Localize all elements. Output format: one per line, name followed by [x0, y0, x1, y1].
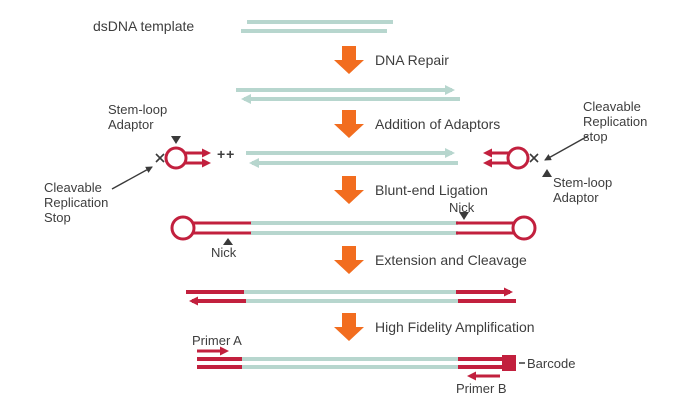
- repaired-dna: [236, 85, 460, 104]
- adaptor-addition-row: [111, 135, 589, 190]
- stem-loop-adaptor-label-left: Stem-loop Adaptor: [108, 102, 168, 132]
- workflow-arrow-addition-of-adaptors: [334, 110, 364, 138]
- cleavable-replication-stop-label-right: Cleavable Replication stop: [583, 99, 648, 144]
- ligated-loop-right: [511, 215, 537, 241]
- primer-b-label: Primer B: [456, 381, 507, 396]
- nick-label-right: Nick: [449, 200, 475, 215]
- workflow-arrow-high-fidelity-amplification: [334, 313, 364, 341]
- barcode-block: [502, 355, 516, 371]
- step-label-addition-of-adaptors: Addition of Adaptors: [375, 116, 501, 132]
- cleavable-stop-pointer-arrow-left: [111, 166, 153, 190]
- nick-pointer-triangle-right: [459, 212, 469, 220]
- amplification-row: [197, 346, 525, 381]
- step-label-dna-repair: DNA Repair: [375, 52, 449, 68]
- ligation-row: [170, 212, 537, 245]
- cleavable-replication-stop-label-left: Cleavable Replication Stop: [44, 180, 109, 225]
- extension-row: [186, 287, 516, 306]
- stem-loop-pointer-triangle-left: [171, 136, 181, 144]
- stem-loop-adaptor-label-right: Stem-loop Adaptor: [553, 175, 613, 205]
- ligated-loop-left: [170, 215, 196, 241]
- stem-loop-adaptor-right-loop: [506, 146, 530, 170]
- workflow-arrow-dna-repair: [334, 46, 364, 74]
- cleavable-stop-pointer-arrow-right: [544, 135, 589, 161]
- nick-label-left: Nick: [211, 245, 237, 260]
- step-label-blunt-end-ligation: Blunt-end Ligation: [375, 182, 488, 198]
- nick-pointer-triangle-left: [223, 238, 233, 245]
- workflow-arrow-blunt-end-ligation: [334, 176, 364, 204]
- barcode-label: Barcode: [527, 356, 576, 371]
- dsdna-template-label: dsDNA template: [93, 18, 195, 34]
- primer-a-label: Primer A: [192, 333, 242, 348]
- stem-loop-adaptor-left-loop: [164, 146, 188, 170]
- cleavable-stop-x-mark-left: [155, 153, 165, 163]
- dsdna-template: [241, 20, 393, 33]
- step-label-extension-and-cleavage: Extension and Cleavage: [375, 252, 527, 268]
- step-label-high-fidelity-amplification: High Fidelity Amplification: [375, 319, 535, 335]
- cleavable-stop-x-mark-right: [529, 153, 539, 163]
- plus-signs-label: ++: [217, 146, 236, 162]
- workflow-arrow-extension-cleavage: [334, 246, 364, 274]
- stem-loop-pointer-triangle-right: [542, 169, 552, 177]
